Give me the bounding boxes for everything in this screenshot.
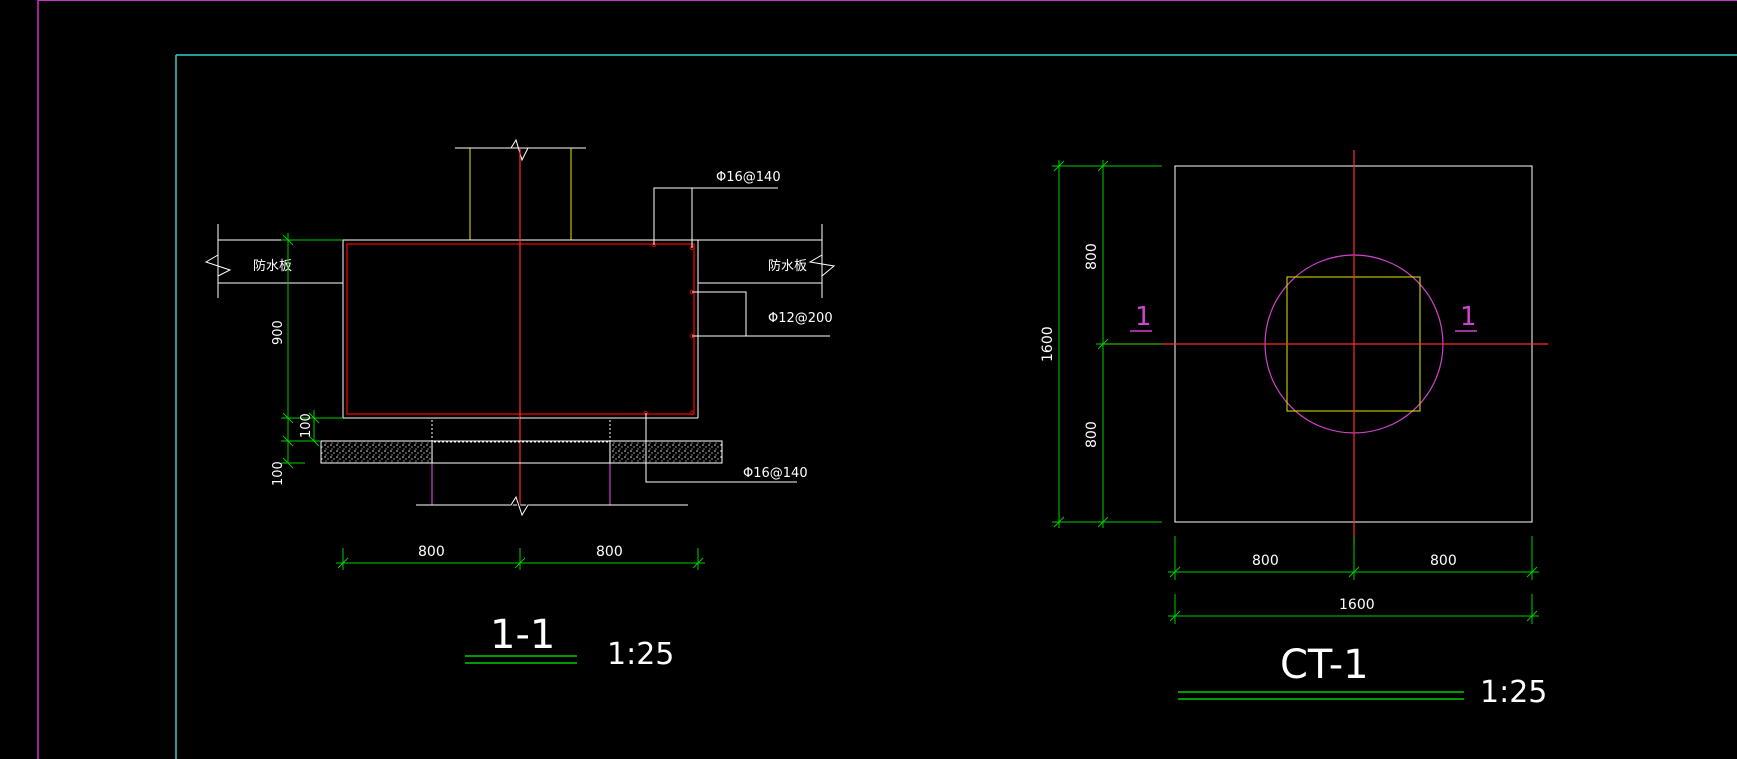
dim-lower-half: 800 <box>1084 421 1100 448</box>
drawing-frames <box>37 0 1737 759</box>
dim-bedding: 100 <box>271 461 286 486</box>
plan-title: CT-1 <box>1280 642 1369 688</box>
dim-plan-total-width: 1600 <box>1339 597 1375 613</box>
plan-horizontal-dimensions <box>1168 536 1539 624</box>
plan-scale: 1:25 <box>1480 675 1547 710</box>
rebar-label-side: Φ12@200 <box>768 311 833 326</box>
waterproof-slab-right <box>698 224 836 298</box>
dim-width-right: 800 <box>596 544 623 560</box>
rebar-leaders <box>645 187 830 483</box>
section-horizontal-dimensions <box>336 548 705 570</box>
dim-width-left: 800 <box>418 544 445 560</box>
section-mark-right: 1 <box>1460 302 1477 332</box>
section-scale: 1:25 <box>607 637 674 672</box>
section-mark-left: 1 <box>1135 302 1152 332</box>
dim-depth: 900 <box>271 320 286 345</box>
rebar-label-top: Φ16@140 <box>716 170 781 185</box>
cushion-layer <box>320 440 723 464</box>
plan-vertical-dimensions <box>1052 160 1162 528</box>
pile-head <box>431 417 611 505</box>
dim-upper-half: 800 <box>1084 243 1100 270</box>
rebar-label-bottom: Φ16@140 <box>743 466 808 481</box>
pile-break-line <box>416 493 688 519</box>
dim-total-height: 1600 <box>1040 326 1056 362</box>
section-vertical-dimensions <box>281 233 343 469</box>
plan-view-ct-1: 1 1 800 800 1600 <box>1040 150 1548 710</box>
waterproof-label-right: 防水板 <box>768 258 807 274</box>
dim-cushion: 100 <box>299 413 314 438</box>
section-view-1-1: 防水板 防水板 Φ16@140 Φ12@200 Φ16@140 900 100 … <box>204 138 836 672</box>
section-title: 1-1 <box>490 612 555 658</box>
dim-plan-width-left: 800 <box>1252 553 1279 569</box>
dim-plan-width-right: 800 <box>1430 553 1457 569</box>
waterproof-label-left: 防水板 <box>253 258 292 274</box>
